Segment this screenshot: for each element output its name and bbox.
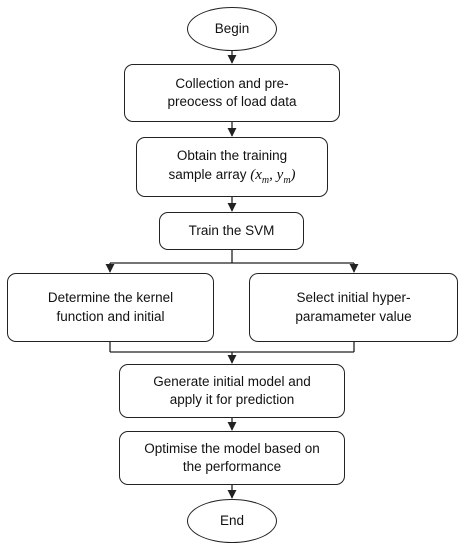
end-label: End	[219, 512, 245, 528]
formula-x-sub: m	[261, 174, 270, 186]
formula-y-sub: m	[283, 174, 291, 186]
train-svm-label: Train the SVM	[188, 222, 275, 238]
kernel-node: Determine the kernel function and initia…	[7, 273, 214, 342]
train-svm-node: Train the SVM	[159, 212, 304, 250]
begin-label: Begin	[214, 20, 250, 36]
kernel-label: Determine the kernel function and initia…	[47, 290, 174, 324]
formula-close-paren: )	[290, 166, 296, 183]
formula-open-paren: (	[250, 166, 256, 183]
optimise-model-label: Optimise the model based on the performa…	[144, 440, 320, 474]
generate-model-node: Generate initial model and apply it for …	[119, 364, 345, 418]
formula-comma: ,	[269, 166, 277, 183]
obtain-sample-line2: sample array (xm, ym)	[168, 165, 295, 188]
optimise-model-node: Optimise the model based on the performa…	[119, 431, 345, 485]
hyperparameter-node: Select initial hyper- paramameter value	[249, 273, 458, 342]
collect-data-node: Collection and pre- preocess of load dat…	[124, 64, 340, 122]
end-node: End	[187, 499, 277, 543]
formula-y-var: y	[276, 166, 284, 183]
collect-data-label: Collection and pre- preocess of load dat…	[167, 75, 297, 109]
sample-array-formula: (xm, ym)	[250, 166, 296, 186]
hyperparameter-label: Select initial hyper- paramameter value	[295, 290, 412, 324]
begin-node: Begin	[187, 7, 277, 51]
obtain-sample-label: Obtain the training sample array (xm, ym…	[168, 147, 295, 188]
obtain-sample-line1: Obtain the training	[176, 147, 288, 163]
obtain-sample-node: Obtain the training sample array (xm, ym…	[136, 137, 328, 197]
formula-x-var: x	[255, 166, 262, 183]
obtain-sample-prefix: sample array	[168, 166, 251, 182]
generate-model-label: Generate initial model and apply it for …	[153, 373, 311, 407]
